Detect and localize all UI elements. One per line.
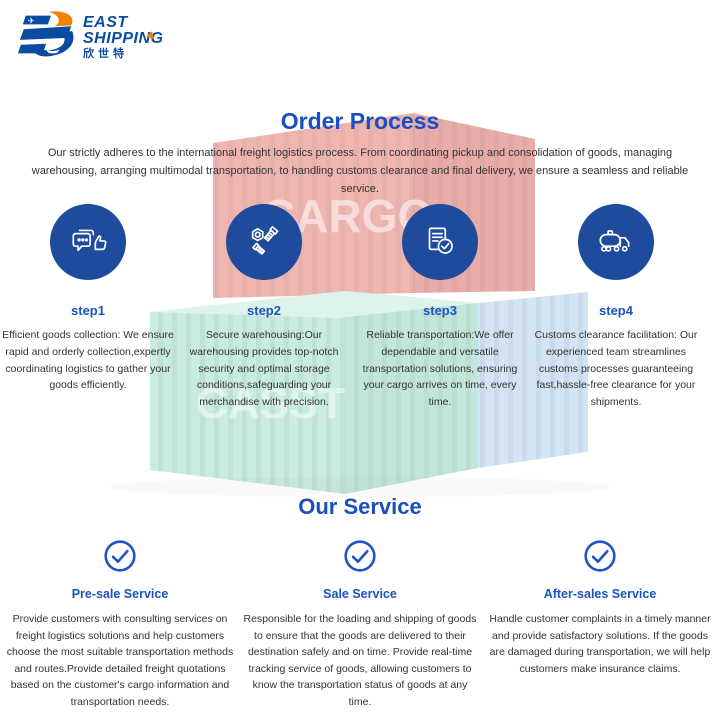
document-check-icon [428,227,453,254]
step-4-circle [578,204,654,280]
green-container-brand-text: CASST [196,379,345,428]
step-description: Customs clearance facilitation: Our expe… [534,329,698,409]
logo-text-chinese: 欣世特 [83,48,128,60]
check-circle-icon [584,540,616,572]
check-circle-icon [104,540,136,572]
our-service-title: Our Service [298,494,422,519]
check-circle-icon [344,540,376,572]
logo-text-east: EAST [83,14,128,31]
service-pre-sale: Pre-sale Service Provide customers with … [0,538,240,710]
step-description: Secure warehousing:Our warehousing provi… [189,329,339,409]
service-heading: After-sales Service [543,587,657,601]
nut-bolt-icon [251,226,279,255]
step-label: step2 [247,303,281,318]
order-process-description: Our strictly adheres to the internationa… [31,147,689,196]
service-description: Handle customer complaints in a timely m… [489,613,711,675]
step-3-circle [402,204,478,280]
order-process-steps: step1 Efficient goods collection: We ens… [0,204,720,411]
tanker-truck-icon [599,230,630,252]
step-1: step1 Efficient goods collection: We ens… [0,204,176,411]
logo-orange-swoosh [48,11,73,27]
step-description: Efficient goods collection: We ensure ra… [2,329,174,392]
step-2: step2 Secure warehousing:Our warehousing… [176,204,352,411]
service-sale: Sale Service Responsible for the loading… [240,538,480,710]
service-after-sales: After-sales Service Handle customer comp… [480,538,720,710]
step-description: Reliable transportation:We offer dependa… [362,329,518,409]
east-shipping-logo: ✈ EAST SHIPPING 欣世特 [16,9,163,61]
es-logo-mark: ✈ [17,11,74,57]
step-label: step3 [423,303,457,318]
step-2-circle [226,204,302,280]
green-container: CASST [150,291,478,494]
step-label: step1 [71,303,105,318]
order-process-title: Order Process [280,108,440,134]
step-1-circle [50,204,126,280]
blue-container [478,292,588,468]
order-process-section: Order Process Our strictly adheres to th… [0,108,720,198]
logo-text-shipping: SHIPPING [83,30,164,47]
step-4: step4 Customs clearance facilitation: Ou… [528,204,704,411]
sailboat-icon [47,38,58,48]
service-heading: Sale Service [323,587,397,601]
step-3: step3 Reliable transportation:We offer d… [352,204,528,411]
service-description: Provide customers with consulting servic… [6,613,234,708]
feedback-chat-icon [72,229,107,252]
airplane-icon: ✈ [28,15,36,25]
step-label: step4 [599,303,633,318]
our-service-list: Pre-sale Service Provide customers with … [0,538,720,710]
service-heading: Pre-sale Service [71,587,169,601]
service-description: Responsible for the loading and shipping… [243,613,477,708]
logo-blue-swoosh [33,31,74,57]
